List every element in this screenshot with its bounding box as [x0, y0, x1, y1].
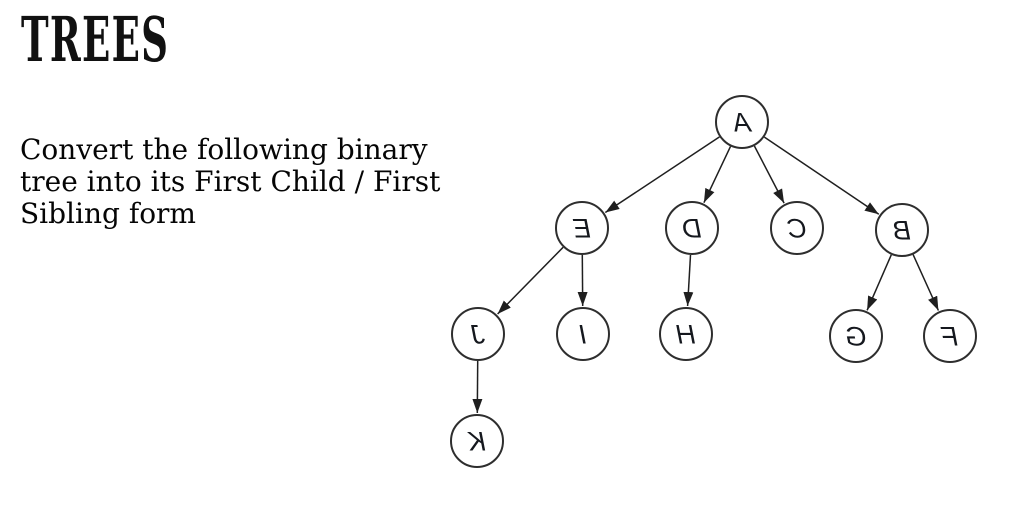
- tree-node-I: I: [556, 307, 610, 361]
- tree-node-label: F: [940, 322, 958, 352]
- tree-node-G: G: [829, 309, 883, 363]
- instruction-line: Convert the following binary: [20, 133, 428, 166]
- tree-node-E: E: [555, 201, 609, 255]
- tree-edge-A-B: [763, 136, 880, 215]
- tree-edge-B-G: [866, 254, 892, 311]
- tree-node-label: D: [682, 214, 702, 244]
- tree-node-F: F: [923, 309, 977, 363]
- tree-node-circle: [556, 307, 610, 361]
- tree-edge-A-C: [753, 145, 785, 204]
- tree-node-circle: [715, 95, 769, 149]
- tree-node-B: B: [875, 203, 929, 257]
- instruction-line: tree into its First Child / First: [20, 165, 441, 198]
- tree-node-circle: [875, 203, 929, 257]
- tree-node-D: D: [665, 201, 719, 255]
- tree-edge-D-H: [683, 254, 694, 307]
- tree-node-label: A: [733, 108, 753, 138]
- tree-node-circle: [659, 307, 713, 361]
- tree-node-C: C: [770, 201, 824, 255]
- tree-node-circle: [829, 309, 883, 363]
- tree-node-circle: [451, 307, 505, 361]
- tree-edge-A-D: [703, 146, 732, 204]
- page-title-text: TREES: [21, 3, 170, 77]
- tree-node-circle: [665, 201, 719, 255]
- tree-node-label: H: [676, 320, 696, 350]
- tree-node-circle: [555, 201, 609, 255]
- tree-node-label: K: [467, 427, 486, 457]
- tree-node-H: H: [659, 307, 713, 361]
- tree-edge-B-F: [912, 254, 940, 311]
- tree-node-label: J: [471, 320, 486, 350]
- tree-edge-A-E: [604, 136, 720, 214]
- tree-node-label: G: [845, 322, 866, 352]
- tree-node-label: I: [579, 320, 587, 350]
- tree-node-circle: [770, 201, 824, 255]
- tree-node-K: K: [450, 414, 504, 468]
- page-title: TREES: [21, 3, 253, 77]
- tree-node-circle: [450, 414, 504, 468]
- tree-node-label: E: [572, 214, 591, 244]
- instruction-line: Sibling form: [20, 197, 196, 230]
- tree-node-A: A: [715, 95, 769, 149]
- tree-node-circle: [923, 309, 977, 363]
- tree-node-J: J: [451, 307, 505, 361]
- tree-node-label: B: [893, 216, 911, 246]
- tree-edge-E-J: [497, 246, 564, 315]
- tree-node-label: C: [787, 214, 807, 244]
- instruction-text: Convert the following binary tree into i…: [20, 134, 440, 230]
